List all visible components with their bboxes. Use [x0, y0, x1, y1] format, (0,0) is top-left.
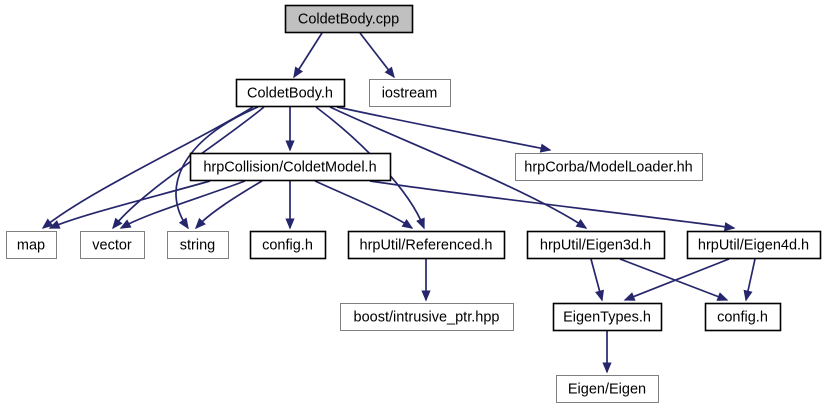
edge-arrowhead — [194, 217, 206, 230]
node-box[interactable] — [189, 152, 392, 182]
node-label: vector — [92, 237, 132, 253]
node-box[interactable] — [686, 230, 822, 260]
graph-node-iostream[interactable]: iostream — [369, 79, 451, 107]
edge-arrowhead — [285, 140, 295, 152]
node-label: string — [180, 237, 215, 253]
node-label: ColdetBody.cpp — [298, 11, 399, 27]
node-label: hrpCollision/ColdetModel.h — [203, 159, 376, 175]
graph-node-vector[interactable]: vector — [80, 231, 145, 259]
node-label: hrpUtil/Referenced.h — [360, 237, 493, 253]
node-label: hrpUtil/Eigen4d.h — [698, 237, 809, 253]
node-box[interactable] — [249, 230, 327, 260]
dependency-edge — [314, 180, 414, 229]
node-box[interactable] — [347, 230, 506, 260]
dependency-edge — [623, 258, 730, 301]
graph-node-eigen4d_h[interactable]: hrpUtil/Eigen4d.h — [686, 230, 822, 260]
node-box[interactable] — [515, 153, 703, 181]
edge-arrowhead — [743, 289, 753, 302]
node-box[interactable] — [80, 231, 145, 259]
edge-arrowhead — [41, 218, 54, 229]
node-box[interactable] — [235, 78, 346, 108]
dependency-edge — [285, 181, 295, 230]
edge-arrowhead — [539, 143, 552, 153]
graph-node-config_h_a[interactable]: config.h — [249, 230, 327, 260]
graph-node-string[interactable]: string — [167, 231, 229, 259]
node-label: iostream — [382, 85, 438, 101]
dependency-edge — [329, 106, 588, 229]
node-label: Eigen/Eigen — [568, 381, 646, 397]
edge-arrowhead — [623, 292, 636, 301]
dependency-edge — [743, 258, 756, 302]
dependency-edge — [619, 258, 729, 301]
dependency-edge — [293, 32, 323, 79]
edge-arrowhead — [119, 219, 132, 229]
graph-node-eigentypes_h[interactable]: EigenTypes.h — [552, 302, 663, 332]
graph-node-coldetmodel_h[interactable]: hrpCollision/ColdetModel.h — [189, 152, 392, 182]
node-box[interactable] — [167, 231, 229, 259]
edge-arrowhead — [716, 292, 729, 301]
node-box[interactable] — [6, 231, 57, 259]
node-box[interactable] — [526, 230, 666, 260]
edge-arrowhead — [48, 220, 61, 229]
node-box[interactable] — [552, 302, 663, 332]
graph-node-config_h_b[interactable]: config.h — [704, 302, 782, 332]
node-box — [284, 4, 414, 34]
edge-arrowhead — [421, 290, 431, 302]
graph-node-referenced_h[interactable]: hrpUtil/Referenced.h — [347, 230, 506, 260]
dependency-edge — [48, 180, 211, 229]
dependency-edge — [119, 180, 246, 229]
dependency-edge — [194, 180, 263, 230]
node-box[interactable] — [704, 302, 782, 332]
graph-node-coldetbody_cpp: ColdetBody.cpp — [284, 4, 414, 34]
dependency-edge — [175, 106, 259, 230]
edge-arrowhead — [416, 217, 425, 230]
dependency-edge — [336, 106, 552, 153]
node-box[interactable] — [369, 79, 451, 107]
graph-node-eigen3d_h[interactable]: hrpUtil/Eigen3d.h — [526, 230, 666, 260]
dependency-edge — [285, 107, 295, 152]
graph-node-coldetbody_h[interactable]: ColdetBody.h — [235, 78, 346, 108]
node-box[interactable] — [556, 375, 659, 403]
node-label: hrpUtil/Eigen3d.h — [540, 237, 651, 253]
edge-arrowhead — [595, 289, 604, 302]
graph-node-modelloader_hh[interactable]: hrpCorba/ModelLoader.hh — [515, 153, 703, 181]
node-label: config.h — [717, 309, 768, 325]
edge-arrowhead — [723, 222, 736, 232]
edge-arrowhead — [112, 217, 123, 230]
edge-arrowhead — [575, 218, 588, 229]
node-label: EigenTypes.h — [563, 309, 651, 325]
dependency-edge — [602, 331, 612, 374]
graph-node-intrusive_ptr[interactable]: boost/intrusive_ptr.hpp — [340, 303, 514, 331]
edge-arrowhead — [384, 66, 395, 79]
node-label: map — [17, 237, 45, 253]
edge-arrowhead — [401, 218, 414, 229]
dependency-edge — [359, 32, 395, 79]
dependency-edge — [421, 259, 431, 302]
node-label: boost/intrusive_ptr.hpp — [354, 309, 500, 325]
node-label: hrpCorba/ModelLoader.hh — [524, 159, 692, 175]
graph-node-eigen_eigen[interactable]: Eigen/Eigen — [556, 375, 659, 403]
edge-arrowhead — [285, 218, 295, 230]
node-label: ColdetBody.h — [247, 85, 333, 101]
dependency-edge — [590, 258, 604, 302]
edge-arrowhead — [178, 217, 189, 230]
dependency-edge — [369, 180, 736, 232]
node-box[interactable] — [340, 303, 514, 331]
graph-node-map[interactable]: map — [6, 231, 57, 259]
edge-arrowhead — [293, 66, 303, 79]
edge-arrowhead — [602, 362, 612, 374]
node-label: config.h — [262, 237, 313, 253]
